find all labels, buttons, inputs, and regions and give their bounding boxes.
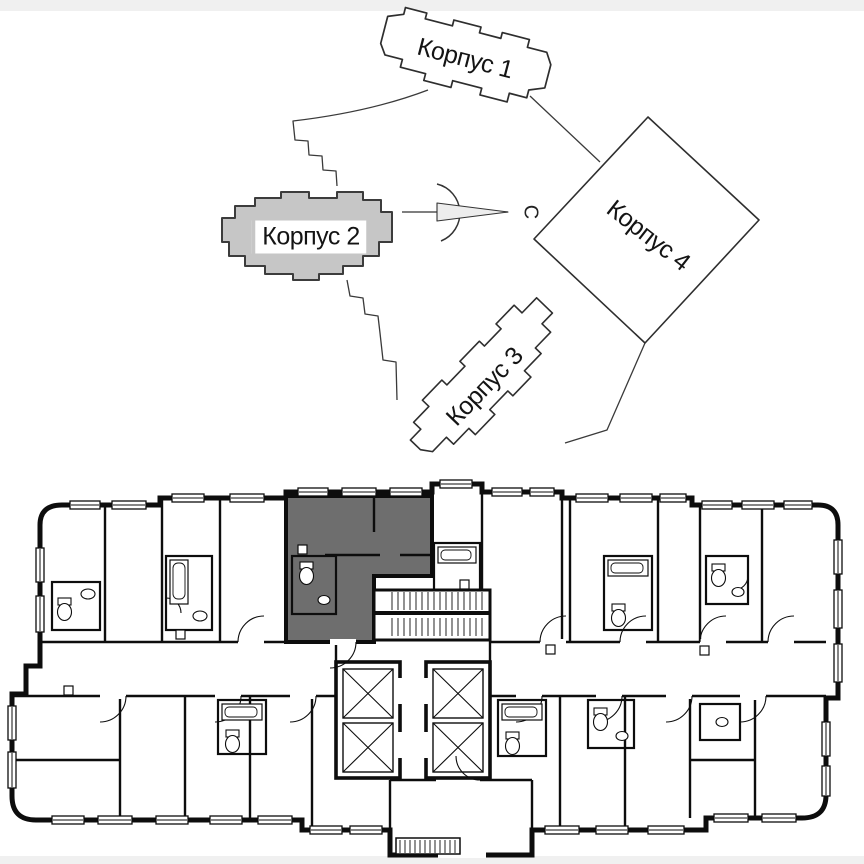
sink — [731, 586, 745, 598]
elevator-door — [423, 732, 431, 758]
site-boundary-line — [564, 342, 646, 444]
stair-treads — [391, 592, 483, 636]
sink — [615, 730, 629, 742]
interior-walls — [12, 488, 826, 830]
bathroom — [704, 554, 750, 606]
floor-plan — [7, 479, 843, 858]
elevator-door — [395, 678, 403, 704]
entrance-steps — [395, 837, 461, 855]
site-boundary-line — [529, 95, 601, 163]
entrance — [395, 837, 461, 855]
toilet-bowl — [56, 602, 73, 622]
site-boundary-line — [292, 89, 429, 187]
bathroom — [586, 698, 636, 750]
sink — [192, 610, 208, 622]
compass-arrow-head — [436, 202, 509, 222]
toilet-bowl — [610, 608, 627, 628]
elevator-door — [395, 732, 403, 758]
panel — [297, 544, 308, 555]
toilet-bowl — [298, 566, 315, 586]
utility-panels — [63, 544, 710, 696]
sink — [715, 716, 729, 728]
bathroom — [290, 554, 338, 616]
bathrooms — [50, 541, 750, 758]
building-korpus-4[interactable] — [533, 116, 760, 344]
panel — [545, 644, 556, 655]
elevator-door — [423, 678, 431, 704]
window-midlines — [11, 483, 839, 831]
compass-north-label: С — [519, 204, 542, 220]
bathtub — [169, 559, 189, 605]
bathtub — [221, 703, 263, 721]
sink — [317, 594, 331, 606]
sink — [80, 588, 96, 600]
toilet-bowl — [592, 712, 609, 732]
building-korpus-1[interactable] — [374, 4, 555, 110]
bathtub-inner — [172, 562, 186, 600]
panel — [63, 685, 74, 696]
bottom-frame-strip — [0, 856, 864, 864]
elevator-x-marks — [342, 668, 484, 773]
bathroom — [698, 702, 742, 742]
site-plan — [221, 4, 760, 470]
stairwell — [372, 588, 492, 642]
bathtub — [501, 703, 543, 721]
bathroom — [602, 554, 654, 632]
toilet-bowl — [504, 736, 521, 756]
bathtub — [437, 546, 477, 564]
building-korpus-3[interactable] — [397, 290, 574, 470]
bathtub-inner — [440, 549, 472, 561]
bathtub-inner — [610, 562, 644, 574]
toilet-bowl — [224, 734, 241, 754]
panel — [459, 579, 470, 590]
compass — [402, 183, 509, 242]
bathroom — [216, 698, 268, 756]
panel — [699, 645, 710, 656]
bathroom — [50, 580, 102, 632]
top-frame-strip — [0, 0, 864, 11]
bathtub-inner — [504, 706, 538, 718]
bathroom — [164, 554, 214, 632]
bathroom — [432, 541, 482, 592]
site-boundary-line — [346, 279, 398, 401]
bathtub — [607, 559, 649, 577]
panel — [175, 629, 186, 640]
elevator-core — [334, 660, 492, 780]
bathtub-inner — [224, 706, 258, 718]
building-label-korpus-2[interactable]: Корпус 2 — [251, 220, 367, 254]
entrance-step-treads — [399, 840, 456, 853]
toilet-bowl — [710, 568, 727, 588]
door-gaps — [100, 639, 794, 858]
bathroom — [496, 698, 548, 758]
